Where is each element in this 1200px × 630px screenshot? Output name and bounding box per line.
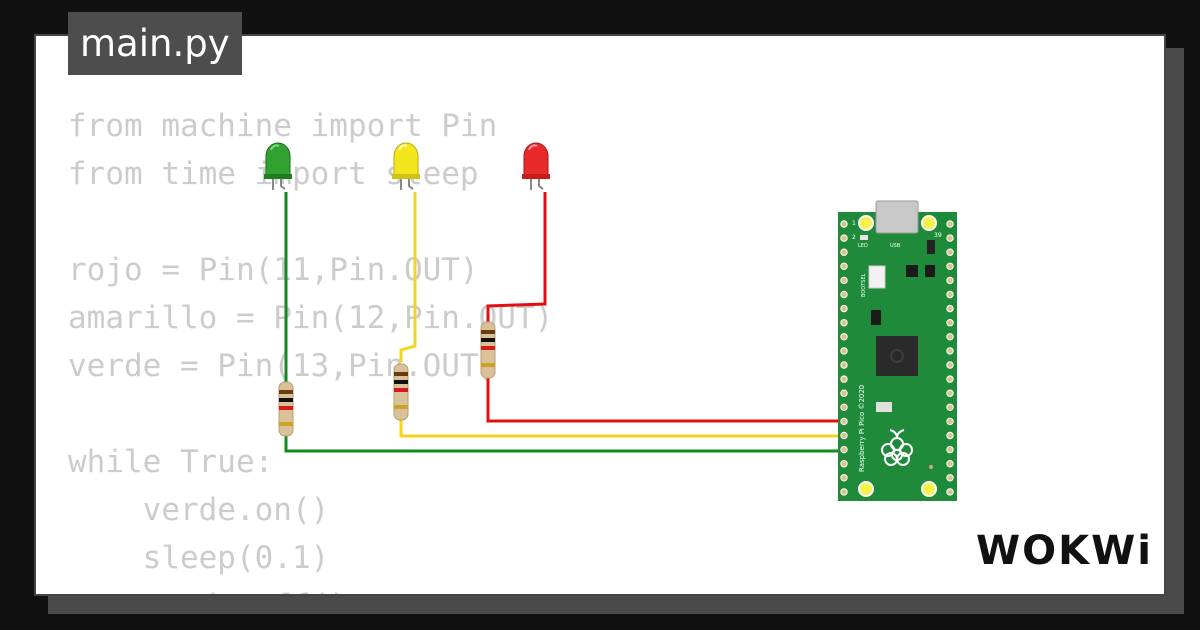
board-label: Raspberry Pi Pico ©2020 <box>858 385 866 472</box>
header-pin <box>840 290 848 299</box>
pin-label: 1 <box>852 220 856 227</box>
wokwi-logo[interactable]: WOKWi <box>976 522 1151 578</box>
header-pin <box>946 445 954 454</box>
usb-label: USB <box>890 243 901 249</box>
board-pin-headers <box>840 220 954 496</box>
wokwi-text: WOKWi <box>976 528 1151 574</box>
header-pin <box>946 417 954 426</box>
header-pin <box>840 248 848 256</box>
header-pin <box>840 417 848 426</box>
header-pin <box>840 361 848 369</box>
header-pin <box>840 460 848 468</box>
header-pin <box>946 389 954 397</box>
header-pin <box>946 488 954 496</box>
rp2040-chip <box>876 336 918 376</box>
header-pin <box>946 361 954 369</box>
raspberry-pi-logo-icon <box>881 429 913 466</box>
header-pin <box>946 431 954 440</box>
green-wire-bottom[interactable] <box>284 436 850 453</box>
header-pin <box>946 248 954 256</box>
resistor-icon[interactable] <box>480 321 496 379</box>
bootsel-label: BOOTSEL <box>861 273 867 297</box>
yellow-wire-bottom[interactable] <box>399 420 850 438</box>
header-pin <box>840 262 848 270</box>
header-pin <box>840 347 848 355</box>
red-wire[interactable] <box>486 192 547 322</box>
header-pin <box>840 319 848 327</box>
header-pin <box>946 460 954 468</box>
led-label: LED <box>858 243 868 249</box>
yellow-led-icon[interactable] <box>392 142 420 190</box>
header-pin <box>840 220 848 228</box>
raspberry-pi-pico-board[interactable]: 1 2 39 LED USB BOOTSEL Raspberry Pi Pico… <box>838 200 957 501</box>
header-pin <box>946 234 954 242</box>
wokwi-wordmark: WOKWi <box>976 528 1151 574</box>
header-pin <box>840 431 848 440</box>
header-pin <box>840 488 848 496</box>
header-pin <box>946 333 954 341</box>
header-pin <box>946 347 954 355</box>
header-pin <box>840 333 848 341</box>
wires <box>284 192 850 453</box>
yellow-wire[interactable] <box>399 192 417 362</box>
code-line: verde.on() <box>68 492 330 528</box>
usb-connector-icon <box>875 200 919 234</box>
header-pin <box>946 304 954 313</box>
pin-label: 39 <box>934 232 942 239</box>
header-pin <box>946 403 954 411</box>
header-pin <box>840 276 848 285</box>
header-pin <box>946 262 954 270</box>
code-line: sleep(0.1) <box>68 540 330 576</box>
code-line: rojo = Pin(11,Pin.OUT) <box>68 252 479 288</box>
header-pin <box>946 319 954 327</box>
pin-label: 2 <box>852 234 856 241</box>
code-line: from machine import Pin <box>68 108 498 144</box>
code-line: verde = Pin(13,Pin.OUT) <box>68 348 498 384</box>
header-pin <box>946 290 954 299</box>
header-pin <box>946 220 954 228</box>
header-pin <box>840 474 848 482</box>
resistor-icon[interactable] <box>278 381 294 437</box>
file-tab[interactable]: main.py <box>68 12 242 75</box>
header-pin <box>946 276 954 285</box>
bootsel-button[interactable] <box>868 265 886 289</box>
header-pin <box>840 304 848 313</box>
header-pin <box>840 403 848 411</box>
header-pin <box>840 445 848 454</box>
red-led-icon[interactable] <box>522 142 550 190</box>
red-wire-bottom[interactable] <box>486 378 850 423</box>
header-pin <box>840 234 848 242</box>
green-led-icon[interactable] <box>264 142 292 190</box>
resistor-icon[interactable] <box>393 363 409 421</box>
code-line: verde.off() <box>68 582 553 594</box>
code-line: while True: <box>68 444 274 480</box>
header-pin <box>840 375 848 383</box>
header-pin <box>946 474 954 482</box>
header-pin <box>840 389 848 397</box>
header-pin <box>946 375 954 383</box>
